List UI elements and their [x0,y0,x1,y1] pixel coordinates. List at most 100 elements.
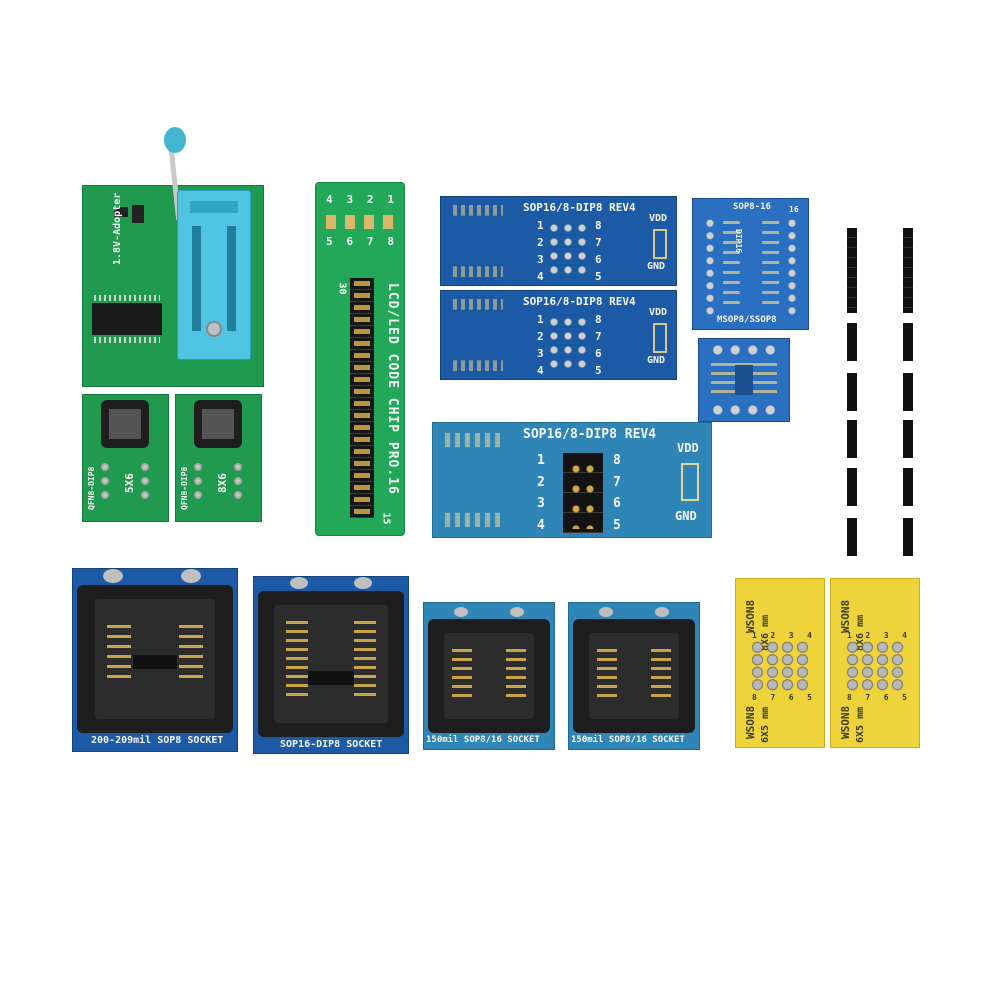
wson-board-b: WSON8 8X6 mm 1 2 3 4 8 7 6 5 WSON8 6X5 m… [830,578,920,748]
sop16-right-pin: 6 [595,253,602,266]
lcd-top-pin: 2 [366,193,374,206]
qfn-5x6-size: 5X6 [123,473,136,493]
adapter-18v-label: 1.8V-Adopter [112,192,123,265]
sop16-left-pin: 3 [537,253,544,266]
sop8-16-bottom: MSOP8/SSOP8 [717,315,777,325]
sop8-16-sub: DIP16 [734,229,743,254]
zif-lever-knob-icon [164,127,186,153]
sop8-16-title: SOP8-16 [733,202,771,212]
wson-pin: 1 [847,631,852,640]
sop16-right-pin: 7 [613,474,621,490]
sop16-gnd: GND [675,509,697,523]
pin-header-short [847,420,857,458]
sop16-right-pin: 6 [595,347,602,360]
sop16-left-pin: 3 [537,347,544,360]
wson-pin: 6 [883,693,889,702]
pin-header-short [903,468,913,506]
wson-pin: 7 [865,693,871,702]
pin-header-short [903,518,913,556]
sop16-right-pin: 8 [613,453,621,468]
pin-header-short [847,323,857,361]
socket-150mil-board-b: 150mil SOP8/16 SOCKET [568,602,700,750]
lcd-led-board: 4 3 2 1 5 6 7 8 30 15 LCD/LED CODE CHIP … [315,182,405,536]
sop8-16-socket [428,619,550,733]
wson-pin: 8 [847,693,852,702]
lcd-title: LCD/LED CODE CHIP PRO.16 [385,283,400,495]
socket-200mil-board: 200-209mil SOP8 SOCKET [72,568,238,752]
pin-header-long [847,228,857,313]
sop16-gnd: GND [647,355,666,366]
pin-header-short [847,373,857,411]
qfn-8x6-board: 8X6 QFN8-DIP8 [175,394,262,522]
socket-150mil-label: 150mil SOP8/16 SOCKET [571,735,685,745]
sop16-left-pin: 4 [537,270,544,283]
adapter-chip [92,303,162,335]
pin-header-short [903,323,913,361]
sop16-right-pin: 5 [613,517,621,533]
wson-pin: 4 [807,631,812,640]
wson-pin: 2 [865,631,871,640]
wson-pin: 8 [752,693,757,702]
socket-sop16-board: SOP16-DIP8 SOCKET [253,576,409,754]
sop16-gnd: GND [647,261,666,272]
lcd-top-pin: 3 [346,193,354,206]
wson-pin: 3 [788,631,794,640]
wson-pin: 2 [770,631,776,640]
sop8-16-board: SOP8-16 16 DIP16 MSOP8/SSOP8 [692,198,809,330]
qfn-8x6-name: QFN8-DIP8 [180,466,189,510]
lcd-bottom-pin: 7 [366,235,374,248]
sop8-16-pin16: 16 [789,205,799,214]
wson-bottom-size: 6X5 mm [855,706,866,743]
socket-150mil-board-a: 150mil SOP8/16 SOCKET [423,602,555,750]
pin-header-short [903,420,913,458]
socket-150mil-label: 150mil SOP8/16 SOCKET [426,735,540,745]
lcd-bottom-pin: 5 [326,235,333,248]
sop16-left-pin: 2 [537,236,544,249]
sop16-vdd: VDD [649,307,668,318]
wson-pin: 5 [807,693,812,702]
sop16-left-pin: 2 [537,474,545,490]
socket-sop16-label: SOP16-DIP8 SOCKET [280,739,383,750]
pin-header-short [903,373,913,411]
lcd-bottom-pin: 8 [387,235,394,248]
sop16-left-pin: 1 [537,219,544,232]
socket-200mil-label: 200-209mil SOP8 SOCKET [91,735,224,746]
sop16-left-pin: 3 [537,496,545,512]
wson-board-a: WSON8 8X6 mm 1 2 3 4 8 7 6 5 WSON8 6X5 m… [735,578,825,748]
sop8-small-board [698,338,790,422]
wson-pin: 3 [883,631,889,640]
sop16-title: SOP16/8-DIP8 REV4 [523,427,657,442]
sop16-right-pin: 8 [595,313,602,326]
sop16-board-a: SOP16/8-DIP8 REV4 1 2 3 4 8 7 6 5 VDD GN… [440,196,677,286]
qfn-5x6-board: 5X6 QFN8-DIP8 [82,394,169,522]
sop16-title: SOP16/8-DIP8 REV4 [523,201,636,214]
wson-top-label: WSON8 [839,599,852,633]
pin-header-short [847,518,857,556]
wson-pin: 5 [902,693,907,702]
sop8-socket [77,585,233,733]
sop16-right-pin: 8 [595,219,602,232]
wson-bottom-size: 6X5 mm [760,706,771,743]
pin-header-short [847,468,857,506]
pin-header-long [903,228,913,313]
sop16-right-pin: 7 [595,236,602,249]
sop16-left-pin: 4 [537,517,545,533]
adapter-18v-board: 1.8V-Adopter [82,127,264,387]
lcd-bottom-pin: 6 [346,235,354,248]
lcd-pin-30: 30 [336,282,348,295]
sop16-left-pin: 1 [537,313,544,326]
sop16-board-c: SOP16/8-DIP8 REV4 1 2 3 4 8 7 6 5 VDD GN… [432,422,712,538]
sop16-right-pin: 6 [613,496,621,512]
sop16-left-pin: 2 [537,330,544,343]
sop16-vdd: VDD [649,213,668,224]
qfn-5x6-name: QFN8-DIP8 [87,466,96,510]
sop8-16-socket [573,619,695,733]
lcd-top-pin: 4 [326,193,333,206]
pin-headers-group [825,228,935,558]
sop16-socket [258,591,404,737]
wson-pin: 7 [770,693,776,702]
lcd-pin-15: 15 [380,512,392,525]
wson-pin: 4 [902,631,907,640]
qfn-8x6-size: 8X6 [216,473,229,493]
sop16-right-pin: 7 [595,330,602,343]
